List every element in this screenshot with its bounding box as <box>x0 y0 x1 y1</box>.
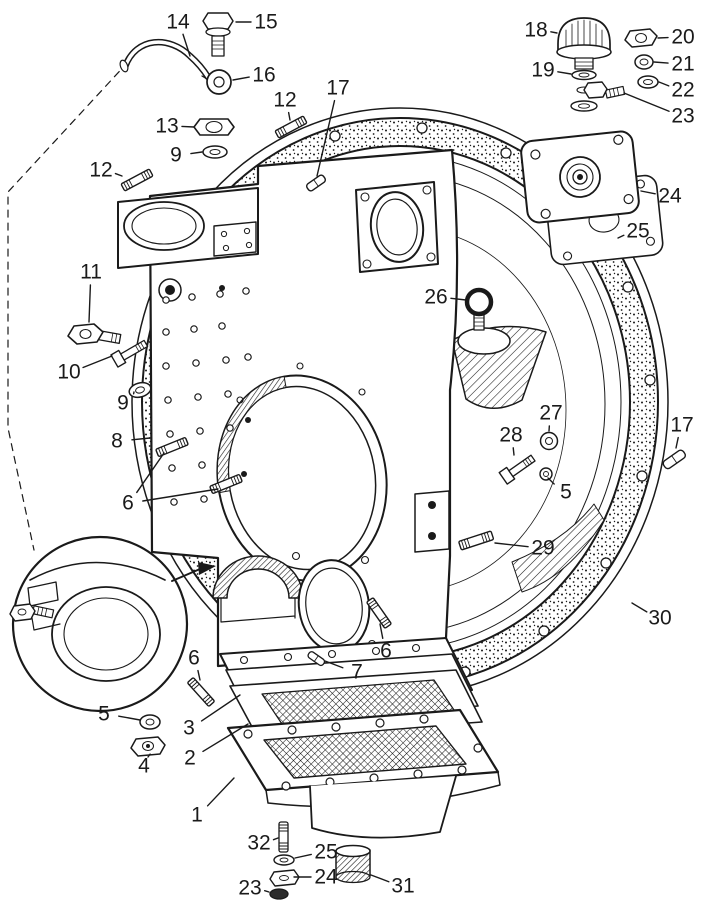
leader-6-25 <box>136 452 165 494</box>
part-23-washer-bottom <box>269 888 289 900</box>
leader-lines <box>82 21 679 893</box>
part-16-banjo-fitting <box>201 69 232 95</box>
part-6-stud-c <box>187 677 215 707</box>
part-22-washer <box>637 75 659 89</box>
part-5-washer-right <box>539 467 553 481</box>
leader-24-14 <box>640 190 656 195</box>
part-7-pin <box>307 651 326 667</box>
part-29-stud <box>458 530 495 551</box>
interior-shading <box>511 503 605 593</box>
part-19-washer-b <box>570 100 598 112</box>
face-bolt-holes <box>162 287 252 506</box>
leader-10-18 <box>82 355 113 369</box>
leader-16-2 <box>232 76 250 81</box>
drain-boss <box>158 278 182 302</box>
leader-32-36 <box>272 837 279 841</box>
construction-dashed-line <box>7 61 129 551</box>
part-13-nut <box>193 118 235 136</box>
part-17-dowel-right <box>662 449 687 470</box>
clamp-bracket <box>27 581 59 607</box>
part-21-lock-washer <box>634 54 654 70</box>
part-9-washer-mid <box>128 381 152 399</box>
leader-4-33 <box>147 753 151 758</box>
part-1-oil-sump <box>226 708 501 839</box>
part-24-cover-plate <box>520 130 640 224</box>
part-15-banjo-bolt <box>202 12 234 57</box>
leader-12-5 <box>114 172 123 177</box>
leader-5-31 <box>118 715 141 721</box>
face-tapped-holes <box>219 285 251 477</box>
drain-fastener-stack <box>269 821 300 900</box>
leader-3-32 <box>200 694 241 722</box>
part-9-washer-top <box>202 145 228 159</box>
part-18-breather-cap <box>556 17 612 70</box>
leader-22-12 <box>658 81 670 87</box>
detail-arrow <box>171 562 216 582</box>
leader-31-40 <box>370 874 390 883</box>
leader-13-3 <box>181 125 195 128</box>
leader-6-25 <box>142 488 219 502</box>
housing-interior <box>198 174 606 634</box>
leader-23-13 <box>623 92 670 112</box>
leader-5-24 <box>547 477 555 485</box>
leader-26-17 <box>450 297 467 301</box>
part-24-nut-bottom <box>269 869 300 887</box>
leader-6-29 <box>379 623 384 640</box>
part-23-fitting <box>583 81 626 99</box>
part-28-bolt <box>498 454 536 485</box>
oil-tube-assembly <box>119 12 235 159</box>
top-left-boss-block <box>117 187 259 269</box>
part-32-stud <box>278 821 289 853</box>
leader-14-0 <box>182 33 191 57</box>
leader-19-9 <box>557 71 572 75</box>
top-mounting-flange <box>355 181 439 273</box>
part-19-washer-a <box>571 69 597 81</box>
part-27-washer <box>539 431 559 451</box>
detail-inset <box>9 535 189 713</box>
eye-bolt-pad <box>457 327 511 355</box>
part-5-washer-bottom <box>139 714 161 730</box>
leader-28-22 <box>512 447 515 456</box>
part-10-bolt <box>110 339 149 368</box>
leader-2-34 <box>202 723 249 753</box>
leader-30-27 <box>631 602 648 613</box>
part-31-drain-plug <box>335 844 371 884</box>
leader-25-37 <box>294 853 312 859</box>
leader-23-39 <box>263 889 270 893</box>
leader-6-28 <box>197 669 201 681</box>
bottom-assembly <box>130 637 501 900</box>
housing-front-plate <box>117 148 459 668</box>
leader-25-15 <box>617 234 625 239</box>
part-11-plug <box>67 323 122 345</box>
part-4-nut <box>130 736 166 757</box>
leader-17-23 <box>675 436 679 449</box>
leader-9-4 <box>190 151 203 155</box>
part-14-oil-tube <box>119 39 212 81</box>
leader-8-20 <box>131 437 151 441</box>
part-12-stud-left <box>120 168 154 192</box>
breather-assembly <box>556 17 626 112</box>
leader-11-16 <box>88 284 92 323</box>
part-20-nut <box>624 28 658 48</box>
leader-21-11 <box>653 61 669 64</box>
part-25-washer-bottom <box>273 854 295 866</box>
part-17-dowel-top <box>305 174 327 192</box>
leader-17-7 <box>316 99 336 177</box>
part-6-stud-a <box>155 437 189 457</box>
part-12-stud-top <box>274 115 308 139</box>
leader-1-35 <box>206 777 235 807</box>
clamp-bolt <box>9 603 55 622</box>
leader-7-30 <box>324 660 344 669</box>
leader-12-6 <box>287 111 291 121</box>
right-side-pad <box>414 490 450 553</box>
part-6-stud-d <box>366 597 392 629</box>
leader-29-26 <box>494 542 529 548</box>
leader-18-8 <box>550 31 558 34</box>
part-26-eye-bolt <box>464 287 494 331</box>
